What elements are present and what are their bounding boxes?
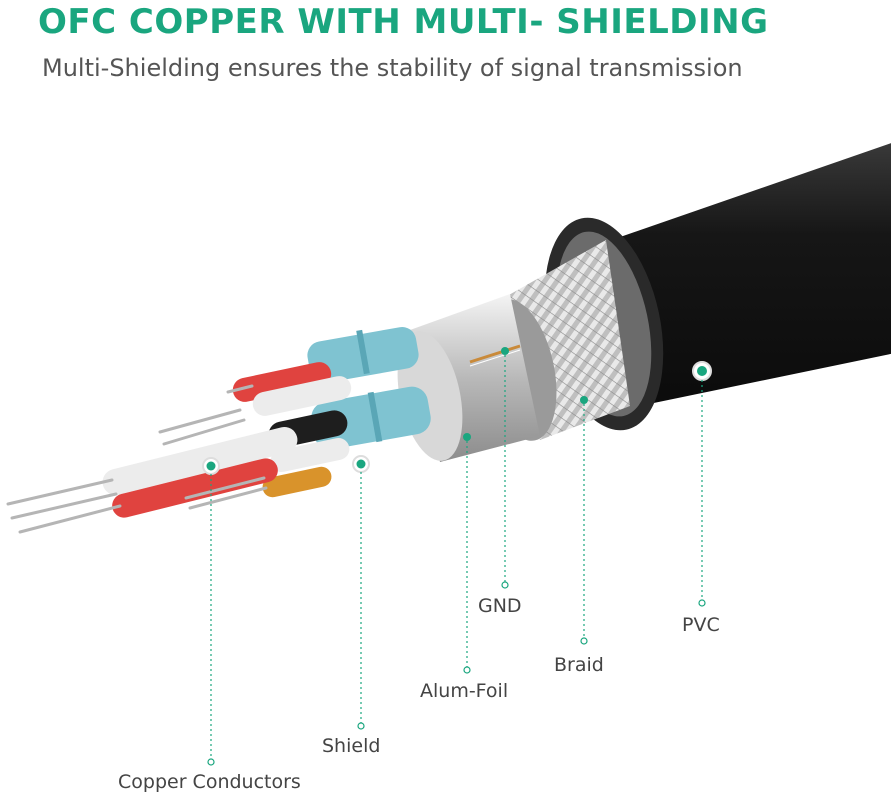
callout-alum-foil	[463, 433, 471, 673]
label-gnd: GND	[478, 595, 522, 617]
callout-pvc	[693, 362, 711, 606]
insulated-wires	[100, 360, 354, 520]
label-braid: Braid	[554, 654, 604, 676]
callout-shield	[353, 456, 369, 729]
label-shield: Shield	[322, 735, 380, 757]
callout-braid	[580, 396, 588, 644]
label-alum-foil: Alum-Foil	[420, 680, 508, 702]
label-pvc: PVC	[682, 614, 720, 636]
label-copper-conductors: Copper Conductors	[118, 771, 301, 793]
